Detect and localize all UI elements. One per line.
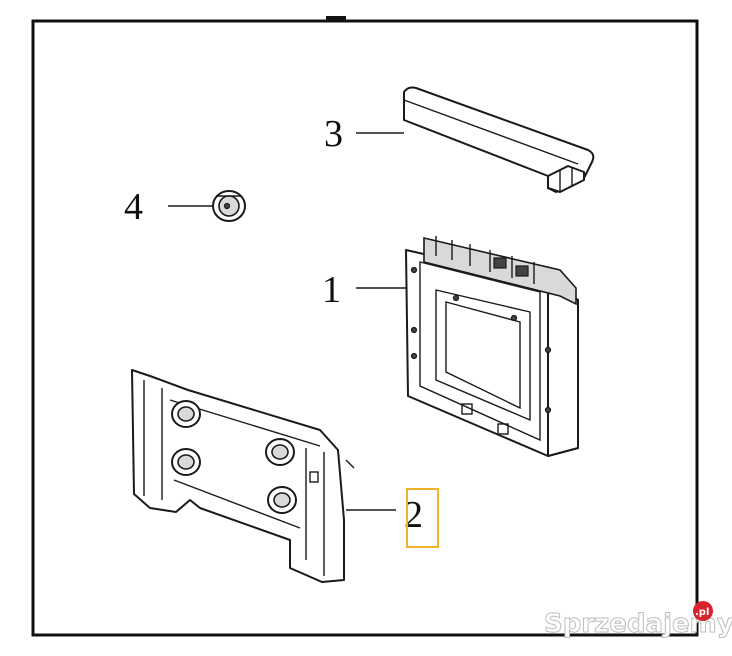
- watermark-badge: [693, 601, 713, 621]
- callout-3: 3: [324, 113, 343, 155]
- callout-2-highlight: [406, 488, 439, 548]
- bracket-mount-4: [267, 486, 297, 514]
- watermark: Sprzedajemy .pl: [544, 601, 732, 640]
- bracket-mount-2: [265, 438, 295, 466]
- watermark-suffix: .pl: [695, 607, 709, 618]
- part-4-grommet: [212, 190, 246, 222]
- diagram-border: [31, 19, 699, 637]
- top-mark: [326, 16, 346, 20]
- bracket-mount-1: [171, 400, 201, 428]
- part-1-module: [405, 236, 579, 457]
- callout-4: 4: [124, 186, 143, 228]
- part-3-cover: [403, 86, 595, 193]
- part-2-bracket: [131, 369, 355, 583]
- callout-2: 2: [404, 494, 423, 536]
- bracket-mount-3: [171, 448, 201, 476]
- watermark-brand: Sprzedajemy: [544, 609, 732, 639]
- callout-1: 1: [322, 269, 341, 311]
